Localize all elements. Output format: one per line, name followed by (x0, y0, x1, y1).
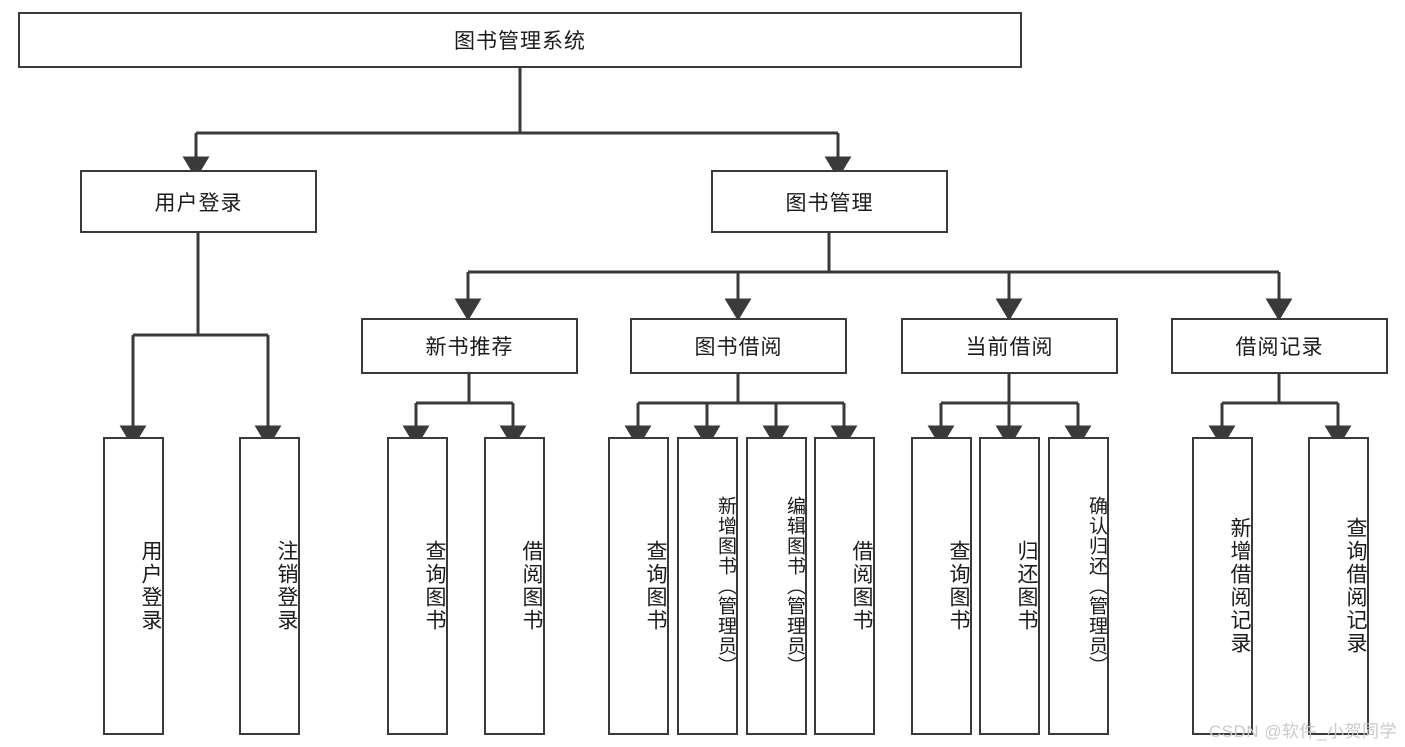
node-root[interactable]: 图书管理系统 (18, 12, 1022, 68)
leaf-add-book[interactable]: 新增图书（管理员） (677, 437, 738, 735)
node-new-book-recommend[interactable]: 新书推荐 (361, 318, 578, 374)
leaf-user-logout[interactable]: 注销登录 (239, 437, 300, 735)
leaf-edit-book[interactable]: 编辑图书（管理员） (746, 437, 807, 735)
node-book-management[interactable]: 图书管理 (711, 170, 948, 233)
node-book-borrow[interactable]: 图书借阅 (630, 318, 847, 374)
leaf-borrow-book-recommend[interactable]: 借阅图书 (484, 437, 545, 735)
leaf-borrow-book-borrow[interactable]: 借阅图书 (814, 437, 875, 735)
leaf-query-book-current[interactable]: 查询图书 (911, 437, 972, 735)
leaf-add-borrow-record[interactable]: 新增借阅记录 (1192, 437, 1253, 735)
leaf-return-book[interactable]: 归还图书 (979, 437, 1040, 735)
leaf-query-book-borrow[interactable]: 查询图书 (608, 437, 669, 735)
watermark-label: CSDN @软件_小贺同学 (1208, 722, 1397, 741)
leaf-query-book-recommend[interactable]: 查询图书 (387, 437, 448, 735)
node-borrow-record[interactable]: 借阅记录 (1171, 318, 1388, 374)
leaf-confirm-return[interactable]: 确认归还（管理员） (1048, 437, 1109, 735)
leaf-user-login[interactable]: 用户登录 (103, 437, 164, 735)
node-current-borrow[interactable]: 当前借阅 (901, 318, 1118, 374)
node-user-login[interactable]: 用户登录 (80, 170, 317, 233)
leaf-query-borrow-record[interactable]: 查询借阅记录 (1308, 437, 1369, 735)
